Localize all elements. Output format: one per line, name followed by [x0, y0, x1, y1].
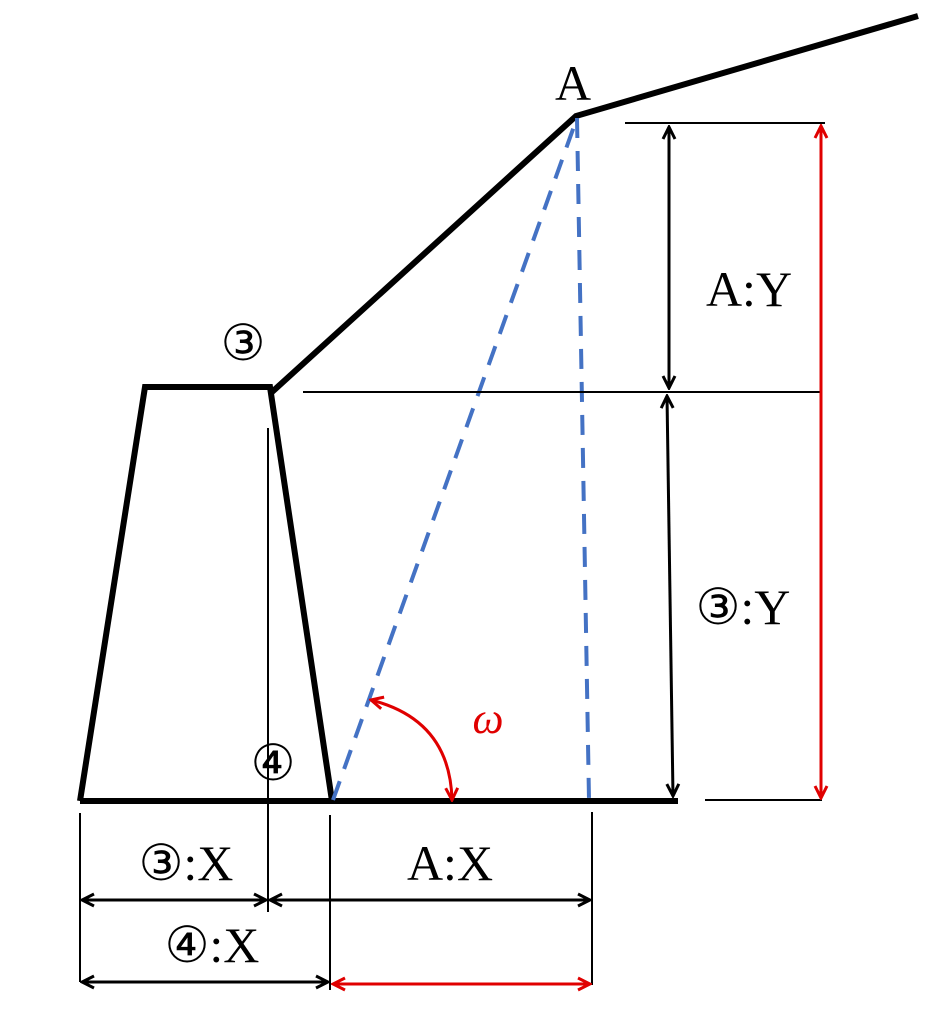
angle-arc — [371, 700, 452, 800]
sight-line-vertical — [575, 117, 591, 801]
wall-block — [77, 384, 335, 802]
label-4-x: ④:X — [165, 917, 260, 973]
label-point-4: ④ — [251, 735, 296, 791]
label-3-y: ③:Y — [696, 579, 791, 635]
label-point-3: ③ — [221, 315, 266, 371]
dim-arrow-3-y — [667, 396, 673, 796]
label-a-x: A:X — [407, 835, 493, 891]
sight-line-diagonal — [331, 117, 579, 801]
label-angle-omega: ω — [472, 694, 503, 743]
label-3-x: ③:X — [139, 835, 234, 891]
slope-line — [269, 13, 919, 395]
label-a-y: A:Y — [706, 261, 792, 317]
label-point-a: A — [555, 55, 591, 111]
